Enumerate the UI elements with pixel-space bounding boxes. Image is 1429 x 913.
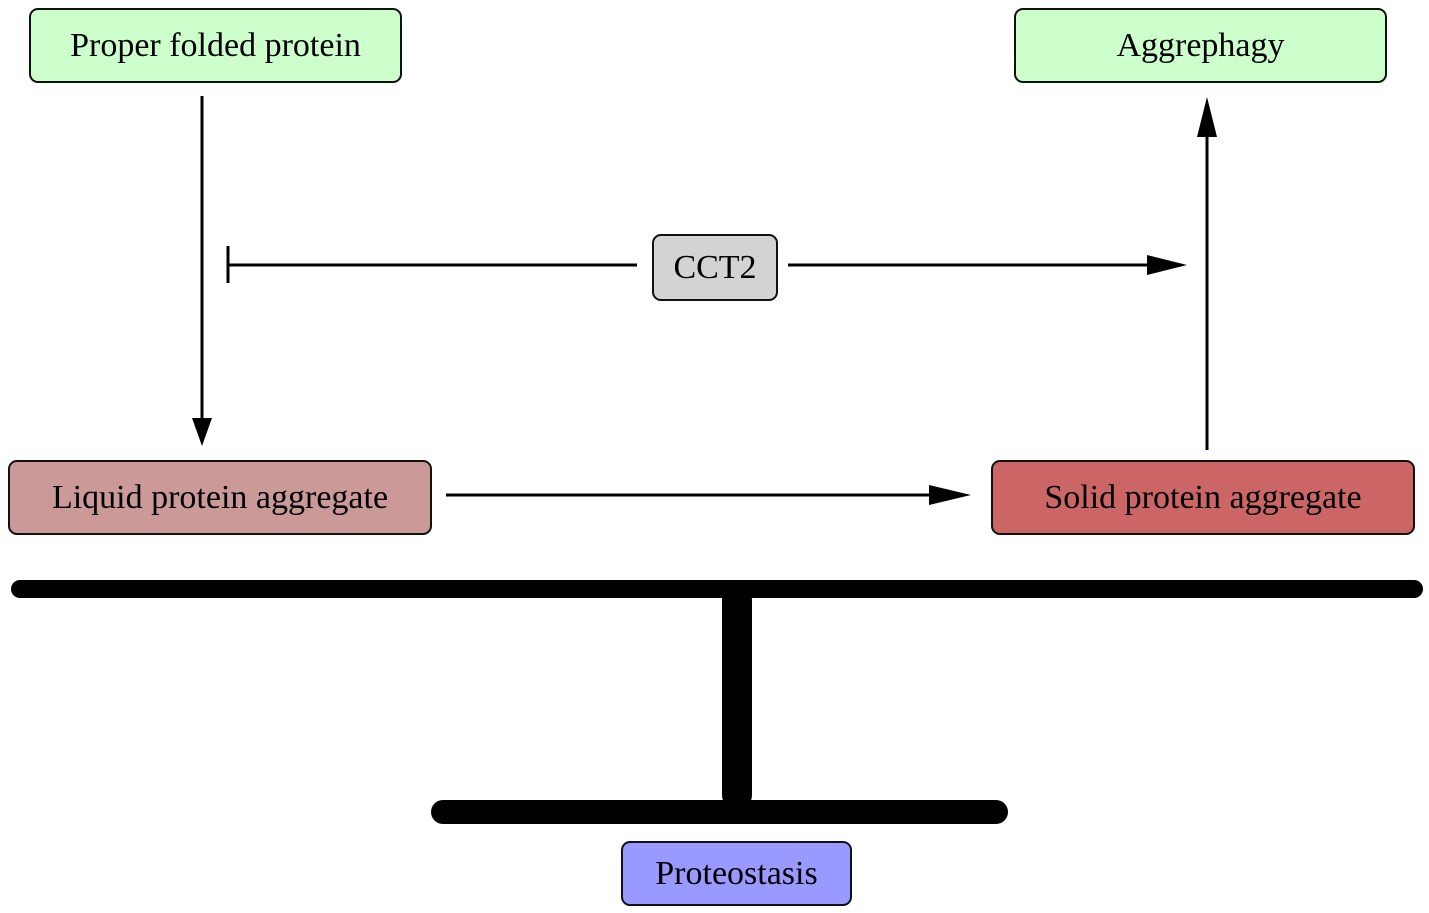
arrowhead-liquid-to-solid: [929, 485, 971, 505]
node-solid-protein-aggregate: Solid protein aggregate: [991, 460, 1415, 535]
node-proteostasis: Proteostasis: [621, 841, 852, 906]
node-cct2-label: CCT2: [673, 248, 757, 286]
arrowhead-proper-to-liquid: [192, 418, 212, 446]
node-liquid-protein-aggregate: Liquid protein aggregate: [8, 460, 432, 535]
node-aggrephagy-label: Aggrephagy: [1116, 26, 1285, 64]
node-proteostasis-label: Proteostasis: [655, 854, 818, 892]
node-cct2: CCT2: [652, 234, 778, 301]
node-aggrephagy: Aggrephagy: [1014, 8, 1387, 83]
arrowhead-cct2-activate: [1147, 255, 1187, 275]
node-liquid-protein-aggregate-label: Liquid protein aggregate: [51, 478, 389, 516]
node-proper-folded-protein-label: Proper folded protein: [70, 26, 361, 64]
node-proper-folded-protein: Proper folded protein: [29, 8, 402, 83]
arrowhead-solid-to-aggrephagy: [1197, 97, 1217, 137]
node-solid-protein-aggregate-label: Solid protein aggregate: [1044, 478, 1362, 516]
